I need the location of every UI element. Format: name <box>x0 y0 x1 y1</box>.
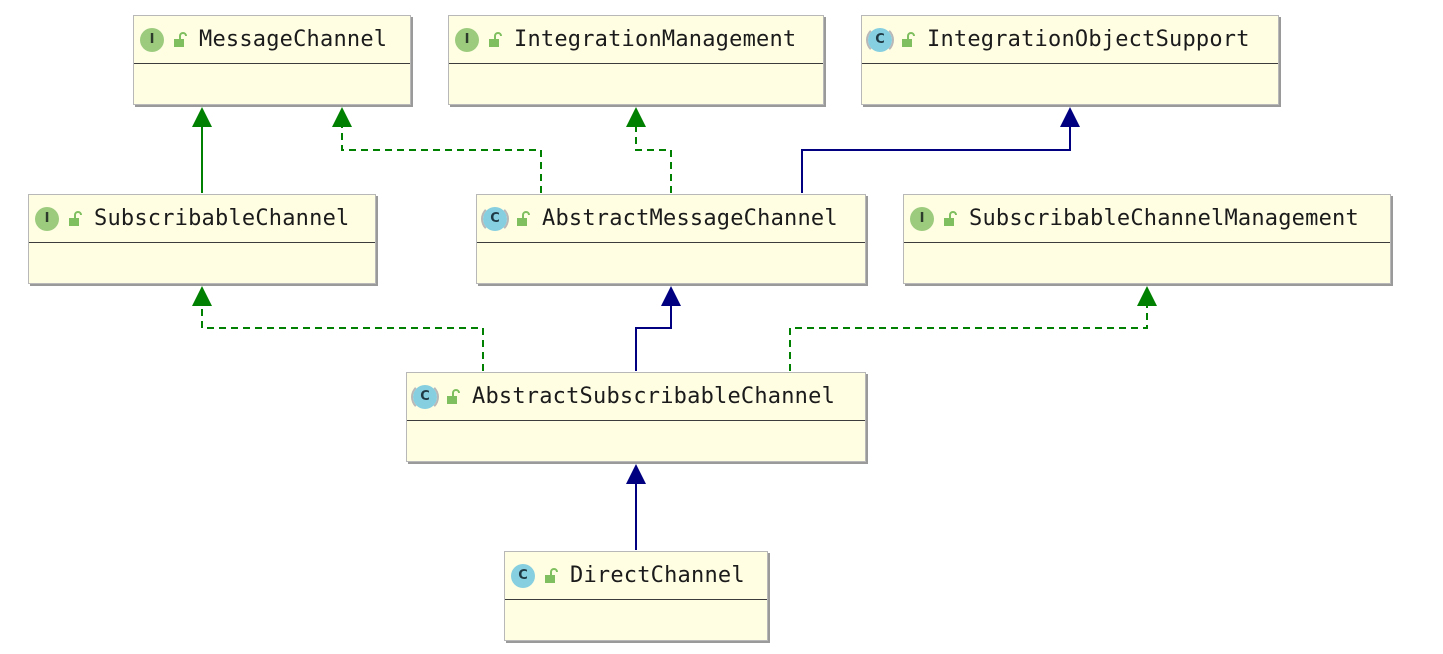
class-node-abstract-subscribable-channel[interactable]: C AbstractSubscribableChannel <box>406 372 866 462</box>
node-header: C AbstractMessageChannel <box>477 195 865 243</box>
edge-extends <box>801 107 1080 193</box>
node-header: C DirectChannel <box>505 552 767 600</box>
arrowhead <box>192 286 212 306</box>
edge-line <box>789 304 1148 371</box>
class-name: IntegrationObjectSupport <box>927 27 1250 52</box>
interface-icon: I <box>140 27 164 52</box>
interface-icon: I <box>35 206 59 231</box>
arrowhead <box>661 286 681 306</box>
class-node-integration-object-support[interactable]: C IntegrationObjectSupport <box>861 15 1279 105</box>
public-lock-icon <box>944 210 957 226</box>
node-header: C AbstractSubscribableChannel <box>407 373 865 421</box>
edge-implements <box>192 286 484 371</box>
node-header: I SubscribableChannel <box>29 195 375 243</box>
edge-extends <box>626 464 646 550</box>
arrowhead <box>626 107 646 127</box>
node-header: I MessageChannel <box>134 16 410 64</box>
edge-line <box>341 125 542 193</box>
edge-line <box>635 125 672 193</box>
node-header: I SubscribableChannelManagement <box>904 195 1390 243</box>
node-header: I IntegrationManagement <box>449 16 823 64</box>
class-name: AbstractMessageChannel <box>542 206 838 231</box>
class-node-subscribable-channel-management[interactable]: I SubscribableChannelManagement <box>903 194 1391 284</box>
class-node-abstract-message-channel[interactable]: C AbstractMessageChannel <box>476 194 866 284</box>
class-name: SubscribableChannelManagement <box>969 206 1359 231</box>
node-header: C IntegrationObjectSupport <box>862 16 1278 64</box>
class-name: SubscribableChannel <box>94 206 350 231</box>
class-node-integration-management[interactable]: I IntegrationManagement <box>448 15 824 105</box>
public-lock-icon <box>902 31 915 47</box>
abstract-class-icon: C <box>411 382 439 411</box>
class-icon: C <box>511 563 535 588</box>
edge-implements <box>789 286 1157 371</box>
public-lock-icon <box>545 567 558 583</box>
class-name: DirectChannel <box>570 563 745 588</box>
edge-line <box>801 125 1071 193</box>
class-name: AbstractSubscribableChannel <box>472 384 836 409</box>
public-lock-icon <box>517 210 530 226</box>
class-name: IntegrationManagement <box>514 27 797 52</box>
class-node-subscribable-channel[interactable]: I SubscribableChannel <box>28 194 376 284</box>
class-node-message-channel[interactable]: I MessageChannel <box>133 15 411 105</box>
arrowhead <box>1060 107 1080 127</box>
class-name: MessageChannel <box>199 27 388 52</box>
interface-icon: I <box>910 206 934 231</box>
public-lock-icon <box>447 388 460 404</box>
arrowhead <box>1137 286 1157 306</box>
abstract-class-icon: C <box>481 204 509 233</box>
class-node-direct-channel[interactable]: C DirectChannel <box>504 551 768 641</box>
edge-implements <box>626 107 672 193</box>
edge-interface-extends <box>192 107 212 193</box>
public-lock-icon <box>489 31 502 47</box>
interface-icon: I <box>455 27 479 52</box>
edge-implements <box>332 107 542 193</box>
edge-line <box>635 304 672 371</box>
abstract-class-icon: C <box>866 25 894 54</box>
arrowhead <box>626 464 646 484</box>
public-lock-icon <box>174 31 187 47</box>
edge-line <box>201 304 484 371</box>
arrowhead <box>192 107 212 127</box>
public-lock-icon <box>69 210 82 226</box>
arrowhead <box>332 107 352 127</box>
edge-extends <box>635 286 681 371</box>
